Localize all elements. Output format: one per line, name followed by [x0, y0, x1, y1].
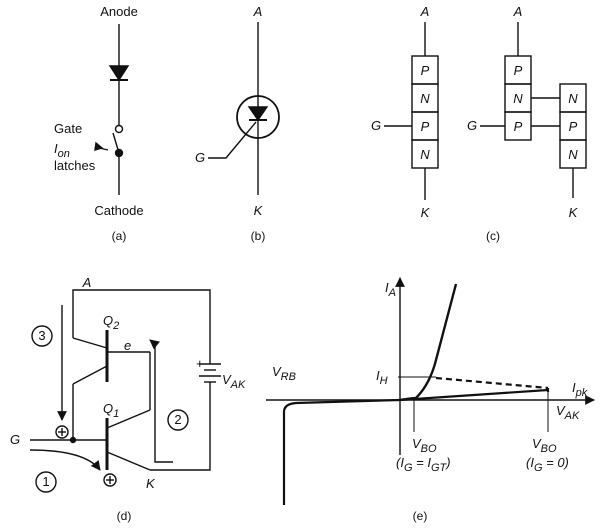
- c1-layer-label-4: N: [420, 147, 430, 162]
- circle-2-label: 2: [174, 412, 181, 427]
- forward-blocking-curve: [399, 388, 549, 402]
- circle-plus-2: [103, 473, 117, 487]
- ia-label: IA: [385, 280, 396, 299]
- d-gate-label: G: [10, 432, 20, 447]
- e-label: e: [124, 338, 131, 353]
- caption-c: (c): [486, 229, 500, 243]
- circle-1-label: 1: [42, 474, 49, 489]
- anode-label: Anode: [100, 4, 138, 19]
- reverse-curve: [282, 398, 401, 505]
- junction-dot: [69, 436, 77, 444]
- diode-triangle: [108, 65, 130, 82]
- b-anode-label: A: [253, 4, 263, 19]
- panel-a: [94, 24, 130, 195]
- path-2-arrow: [149, 339, 173, 463]
- cathode-wire: [150, 382, 211, 471]
- ipk-label: Ipk: [572, 380, 588, 399]
- q2-emitter: [72, 337, 108, 349]
- c1-layer-label-1: P: [421, 63, 430, 78]
- gate-label: Gate: [54, 121, 82, 136]
- caption-d: (d): [117, 509, 132, 523]
- panel-d: [29, 289, 221, 493]
- vrb-label: VRB: [272, 364, 296, 383]
- e-vak-label: VAK: [556, 403, 580, 422]
- c1-gate-label: G: [371, 118, 381, 133]
- circle-3-label: 3: [38, 328, 45, 343]
- q2-collector: [72, 365, 108, 385]
- c2-layer-label-2: N: [513, 91, 523, 106]
- on-state-curve: [415, 283, 458, 399]
- on-state-knee: [399, 396, 417, 402]
- circle-2: [167, 409, 189, 431]
- c2-layer-label-1: P: [514, 63, 523, 78]
- anode-wire: [72, 289, 211, 358]
- b-gate-label: G: [195, 150, 205, 165]
- vbo1-label: VBO: [412, 436, 437, 455]
- vbo1-condition: (IG = IGT): [396, 455, 451, 474]
- panel-c: [384, 22, 587, 200]
- circle-plus-1: [55, 425, 69, 439]
- c2-right-label-1: N: [568, 91, 578, 106]
- d-vak-label: VAK: [222, 372, 246, 391]
- switch-contact-open: [114, 124, 124, 134]
- c1-layer-label-2: N: [420, 91, 430, 106]
- caption-a: (a): [112, 229, 127, 243]
- latches-label: latches: [54, 158, 96, 173]
- ion-label: Ion: [54, 141, 70, 160]
- latch-arrow-head: [94, 141, 104, 151]
- c2-right-label-3: N: [568, 147, 578, 162]
- d-anode-label: A: [82, 275, 92, 290]
- panel-b: [208, 22, 280, 195]
- c1-layer-label-3: P: [421, 119, 430, 134]
- vbo2-condition: (IG = 0): [526, 455, 569, 474]
- q1-label: Q1: [103, 401, 119, 420]
- panel-e: [266, 277, 595, 505]
- b-cathode-label: K: [254, 203, 264, 218]
- c1-cathode-label: K: [421, 205, 431, 220]
- q2-label: Q2: [103, 313, 119, 332]
- c1-anode-label: A: [420, 4, 430, 19]
- cathode-label: Cathode: [94, 203, 143, 218]
- caption-b: (b): [251, 229, 266, 243]
- gate-lead: [208, 121, 257, 159]
- q1-collector: [106, 409, 151, 429]
- caption-e: (e): [413, 509, 428, 523]
- c2-layer-label-3: P: [514, 119, 523, 134]
- path-1-arrow: [29, 449, 101, 471]
- c2-cathode-label: K: [569, 205, 579, 220]
- switch-blade: [112, 132, 120, 154]
- d-cathode-label: K: [146, 476, 156, 491]
- c2-right-label-2: P: [569, 119, 578, 134]
- vbo2-label: VBO: [532, 436, 557, 455]
- c2-gate-label: G: [467, 118, 477, 133]
- ih-label: IH: [376, 368, 388, 387]
- circle-3: [31, 325, 53, 347]
- q1-emitter: [106, 451, 151, 471]
- scr-envelope-circle: [236, 95, 280, 139]
- negative-resistance-dashed: [435, 376, 549, 390]
- c2-anode-label: A: [513, 4, 523, 19]
- circle-1: [35, 471, 57, 493]
- battery-plus: +: [196, 356, 204, 371]
- scr-triangle: [247, 106, 269, 122]
